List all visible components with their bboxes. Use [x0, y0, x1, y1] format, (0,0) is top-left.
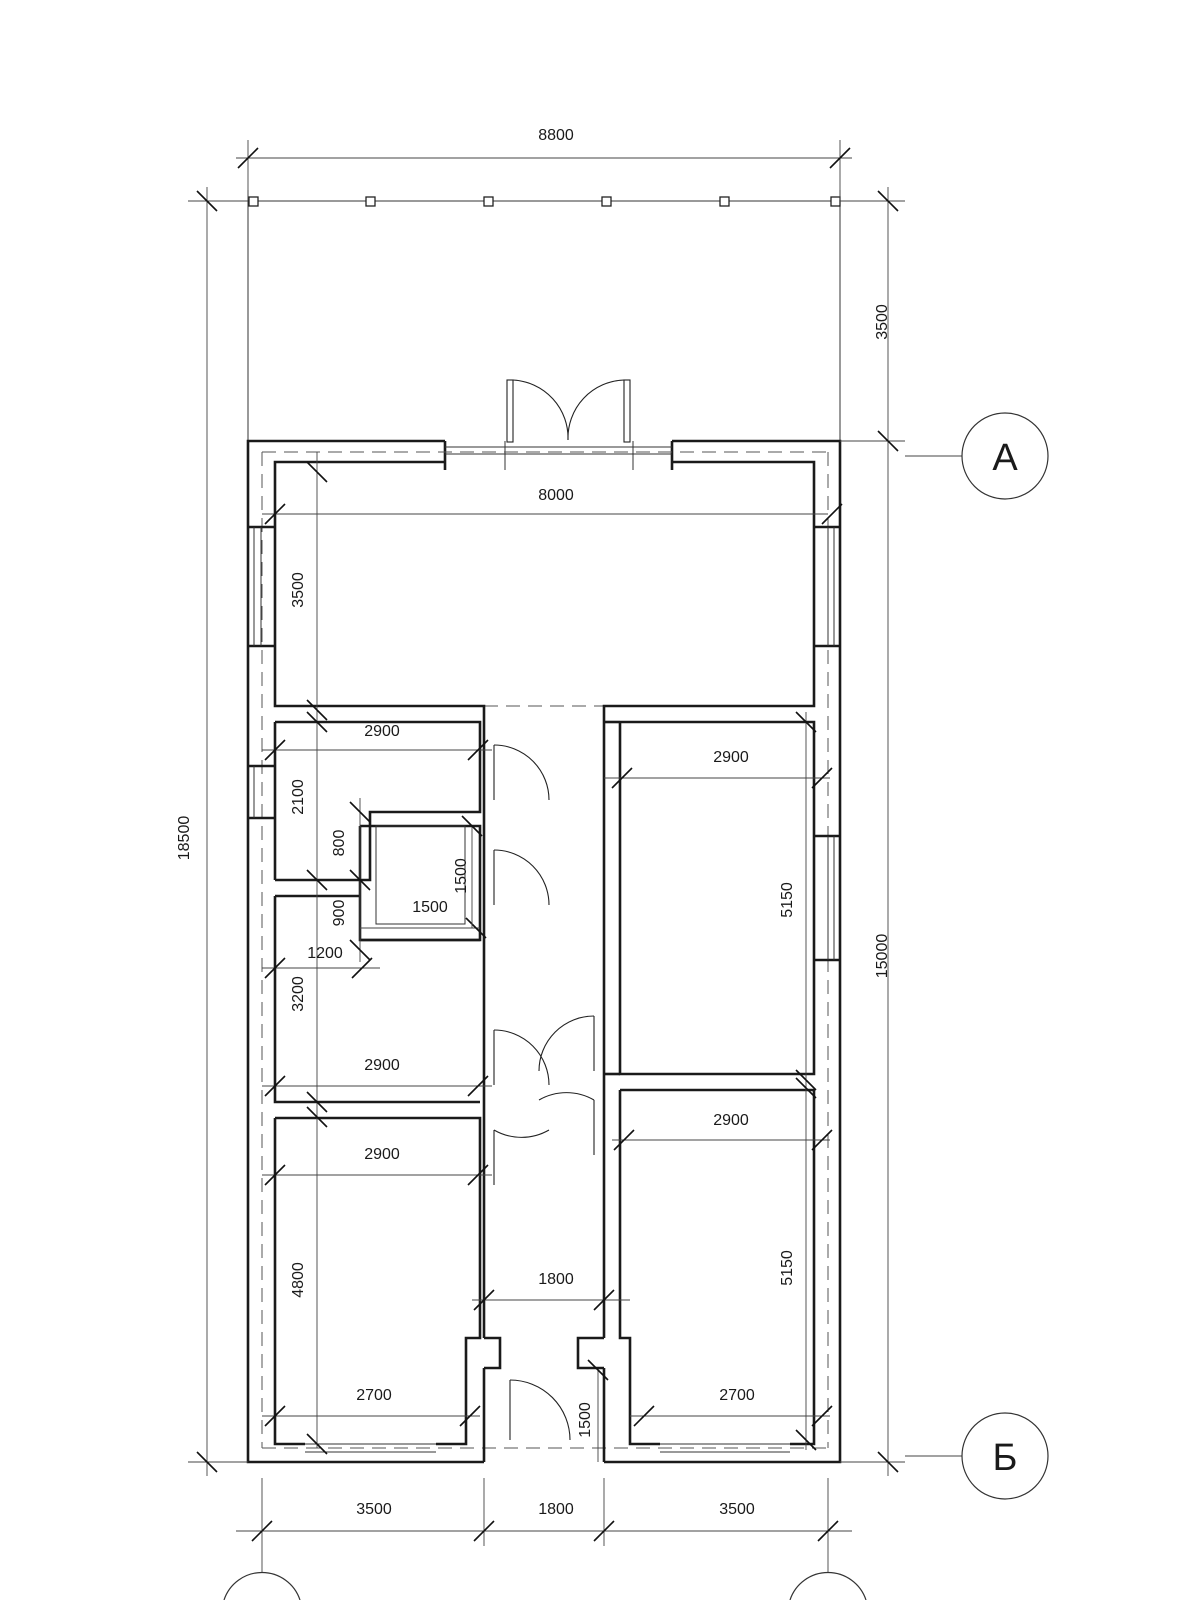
terrace — [247, 190, 841, 440]
axis-lines — [261, 451, 829, 1449]
axis-bubble-b: Б — [961, 1412, 1049, 1500]
dim-bottom-left: 3500 — [356, 1501, 392, 1518]
dimension-lines — [188, 140, 962, 1600]
dim-wc-width: 1500 — [412, 899, 448, 916]
dim-corridor-width: 1800 — [538, 1271, 574, 1288]
dim-room-br-width: 2900 — [713, 1112, 749, 1129]
outer-walls — [246, 439, 842, 1464]
entry — [482, 1336, 606, 1462]
dim-living-depth: 3500 — [290, 572, 307, 608]
right-rooms — [604, 720, 840, 1453]
dim-building-height: 15000 — [874, 934, 891, 979]
axis-label-b: Б — [993, 1437, 1018, 1479]
dim-terrace-depth: 3500 — [874, 304, 891, 340]
living-room — [248, 520, 840, 1338]
dimension-texts: 8800 3500 18500 15000 8000 3500 2900 210… — [176, 127, 891, 1518]
dim-room-br-width-bottom: 2700 — [719, 1387, 755, 1404]
axis-bubble-1 — [223, 1571, 301, 1600]
dim-room-tr-height: 5150 — [779, 882, 796, 918]
dim-room-bl-width-bottom: 2700 — [356, 1387, 392, 1404]
terrace-post — [601, 196, 612, 207]
dim-room-tl-width: 2900 — [364, 723, 400, 740]
dim-room-tr-width: 2900 — [713, 749, 749, 766]
dim-room-bl-width-top: 2900 — [364, 1146, 400, 1163]
dim-wc-step: 1200 — [307, 945, 343, 962]
dim-overall-width: 8800 — [538, 127, 574, 144]
terrace-post — [830, 196, 841, 207]
axis-bubble-a: А — [961, 412, 1049, 500]
dim-bottom-right: 3500 — [719, 1501, 755, 1518]
dim-living-width: 8000 — [538, 487, 574, 504]
terrace-post — [719, 196, 730, 207]
dim-wc-height: 1500 — [453, 858, 470, 894]
dim-bottom-mid: 1800 — [538, 1501, 574, 1518]
terrace-post — [248, 196, 259, 207]
left-rooms — [248, 720, 482, 1453]
dim-room-ml-width: 2900 — [364, 1057, 400, 1074]
axis-label-a: А — [992, 437, 1018, 479]
dim-wc-offset-left: 900 — [331, 900, 348, 927]
dim-overall-height: 18500 — [176, 816, 193, 861]
doors — [493, 379, 631, 1441]
dim-room-ml-height: 3200 — [290, 976, 307, 1012]
terrace-post — [483, 196, 494, 207]
dim-room-tl-height: 2100 — [290, 779, 307, 815]
dim-wc-offset-top: 800 — [331, 830, 348, 857]
axis-bubble-2 — [789, 1571, 867, 1600]
dim-room-br-height: 5150 — [779, 1250, 796, 1286]
terrace-post — [365, 196, 376, 207]
dim-entry-depth: 1500 — [577, 1402, 594, 1438]
dim-room-bl-height: 4800 — [290, 1262, 307, 1298]
